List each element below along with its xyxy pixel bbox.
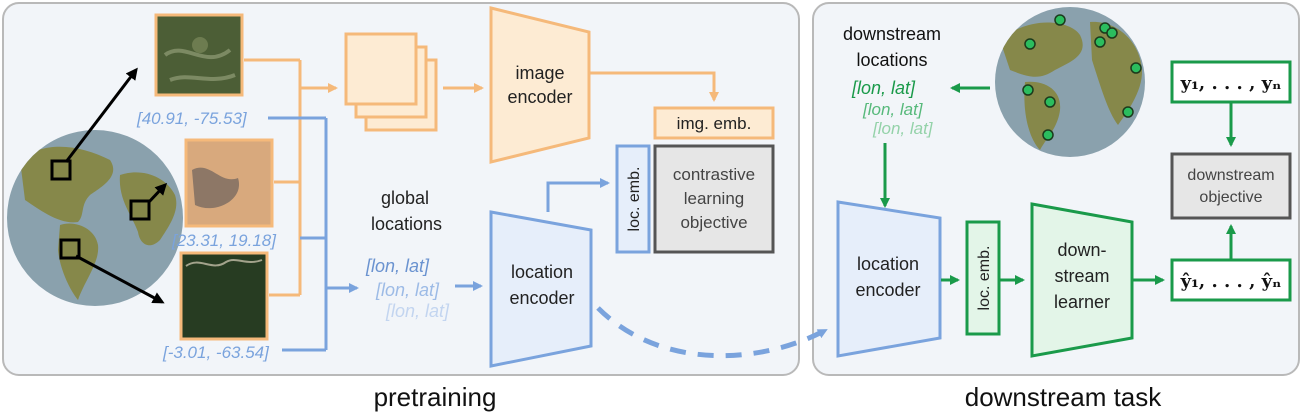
ds-lonlat-label-3: [lon, lat] <box>872 119 934 138</box>
img-emb-box <box>653 106 775 140</box>
satellite-tile-rainforest <box>179 251 269 341</box>
region-marker-1 <box>50 159 72 181</box>
ds-lonlat-label-2: [lon, lat] <box>862 100 924 119</box>
pretraining-title: pretraining <box>374 382 497 412</box>
loc-emb-box-downstream <box>965 220 1001 336</box>
loc-emb-box-pretrain <box>615 144 651 254</box>
objective-label-1: contrastive <box>673 165 755 184</box>
learner-label-2: stream <box>1054 266 1109 286</box>
loc-emb-label-downstream: loc. emb. <box>976 246 993 311</box>
encoder-to-loc-emb-arrow <box>546 178 610 212</box>
location-points <box>1022 14 1142 141</box>
image-flow-connector <box>244 58 338 297</box>
learner-label-3: learner <box>1054 292 1110 312</box>
objective-label-2: learning <box>684 189 745 208</box>
ground-truth-label: y₁, . . . , yₙ <box>1180 73 1282 94</box>
contrastive-objective-box <box>653 144 775 254</box>
earth-globe-icon <box>7 130 183 306</box>
global-locations-label-1: global <box>381 188 429 208</box>
ds-location-encoder-label-1: location <box>857 254 919 274</box>
loc-emb-label-pretrain: loc. emb. <box>626 167 643 232</box>
learner-label-1: down- <box>1057 240 1106 260</box>
objective-label-3: objective <box>680 213 747 232</box>
pointer-arrow-1 <box>64 67 138 163</box>
ground-truth-box <box>1170 60 1292 104</box>
pointer-arrow-2 <box>146 182 168 205</box>
location-encoder-downstream <box>836 200 942 358</box>
downstream-title: downstream task <box>965 382 1163 412</box>
location-encoder-pretrain <box>489 210 593 368</box>
transfer-dashed-arrow <box>596 306 828 359</box>
image-encoder-label-1: image <box>515 63 564 83</box>
lonlat-label-2: [lon, lat] <box>375 280 440 300</box>
image-encoder-label-2: encoder <box>507 87 572 107</box>
downstream-learner <box>1030 202 1134 358</box>
coord-label-3: [-3.01, -63.54] <box>162 343 270 362</box>
satellite-tile-desert <box>184 138 274 228</box>
location-encoder-label-1: location <box>511 262 573 282</box>
encoder-to-img-emb-arrow <box>590 71 719 102</box>
image-stack <box>344 32 438 132</box>
region-marker-3 <box>59 238 81 260</box>
image-encoder <box>489 6 591 164</box>
img-emb-label: img. emb. <box>677 114 752 133</box>
region-marker-2 <box>129 199 151 221</box>
ds-objective-label-1: downstream <box>1187 167 1274 184</box>
coord-label-2: [23.31, 19.18] <box>171 231 277 250</box>
lonlat-label-3: [lon, lat] <box>385 301 450 321</box>
downstream-locations-label-1: downstream <box>843 24 941 44</box>
location-encoder-label-2: encoder <box>509 288 574 308</box>
ds-lonlat-label-1: [lon, lat] <box>851 78 916 98</box>
downstream-locations-label-2: locations <box>856 50 927 70</box>
predictions-label: ŷ₁, . . . , ŷₙ <box>1180 271 1282 292</box>
downstream-globe-icon <box>995 7 1145 157</box>
predictions-box <box>1170 258 1292 302</box>
satellite-tile-forest <box>154 13 244 97</box>
ds-objective-label-2: objective <box>1199 189 1262 206</box>
pointer-arrow-3 <box>75 254 165 304</box>
global-locations-label-2: locations <box>371 214 442 234</box>
downstream-objective-box <box>1170 152 1292 220</box>
coord-label-1: [40.91, -75.53] <box>136 109 248 128</box>
location-flow-connector <box>268 116 359 352</box>
ds-location-encoder-label-2: encoder <box>855 280 920 300</box>
lonlat-label-1: [lon, lat] <box>365 256 430 276</box>
